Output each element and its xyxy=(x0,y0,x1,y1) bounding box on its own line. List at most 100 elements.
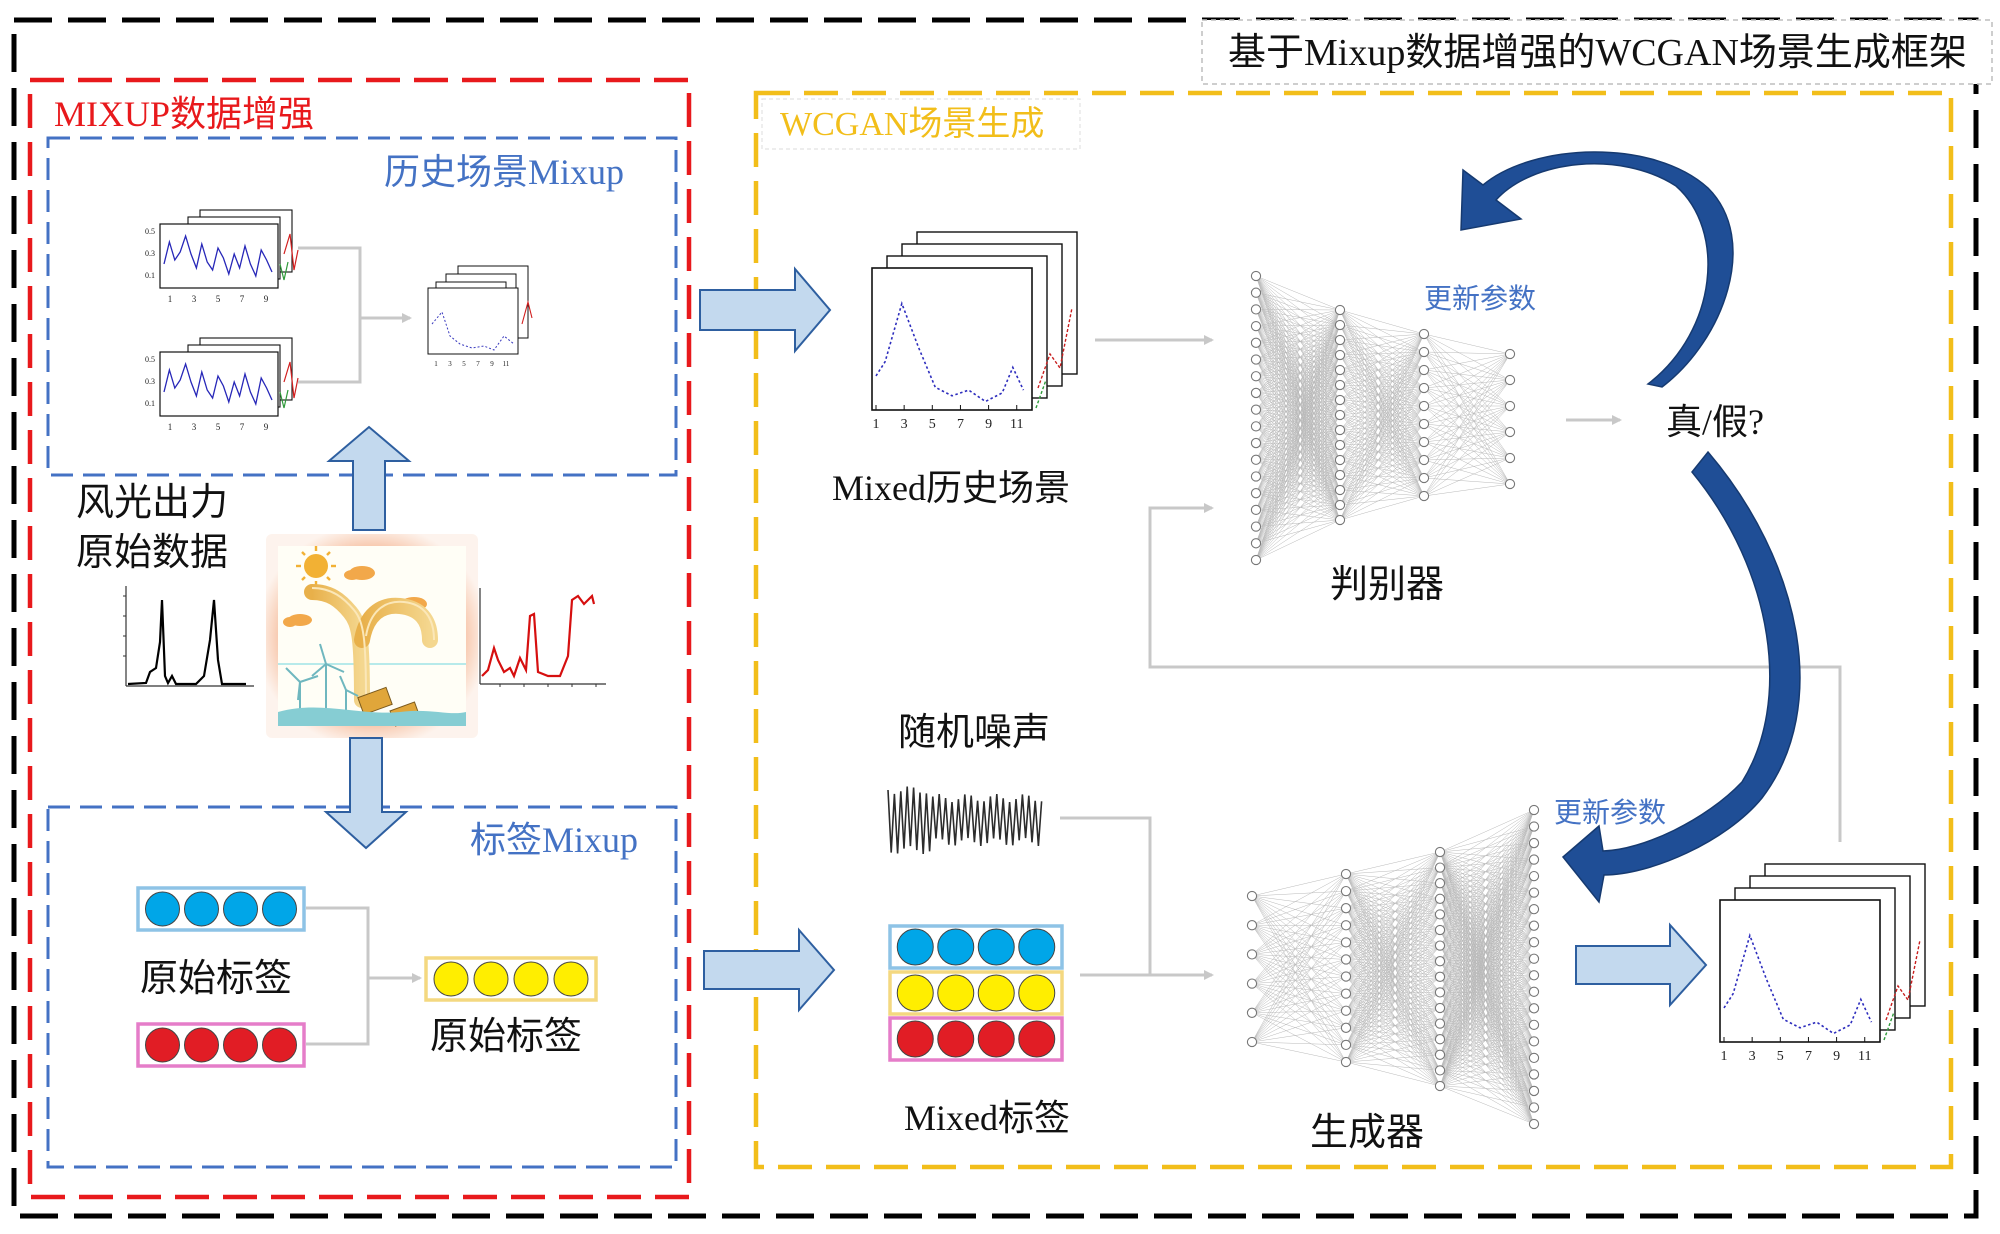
mini-plot xyxy=(159,223,279,289)
x-tick-label: 11 xyxy=(1010,417,1023,432)
neuron xyxy=(1340,885,1352,897)
raw-data-label-line2: 原始数据 xyxy=(76,532,229,574)
neuron xyxy=(1340,1056,1352,1068)
neuron xyxy=(1434,971,1446,982)
down-block-arrow xyxy=(323,737,409,850)
neuron xyxy=(1434,1049,1446,1060)
diagram-title: 基于Mixup数据增强的WCGAN场景生成框架 xyxy=(1228,32,1967,74)
power-line-icon xyxy=(304,584,438,708)
label-ball-row xyxy=(136,886,306,932)
neuron xyxy=(1250,404,1262,415)
x-tick-label: 1 xyxy=(1721,1049,1728,1064)
plot-frame xyxy=(159,223,279,289)
neuron xyxy=(1418,418,1430,430)
neuron xyxy=(1434,846,1446,858)
series-blue xyxy=(1723,932,1873,1035)
neuron xyxy=(1340,1005,1352,1016)
series-red xyxy=(521,299,533,325)
x-tick-label: 3 xyxy=(448,360,452,368)
x-tick-label: 1 xyxy=(168,422,173,432)
label-ball xyxy=(937,1020,975,1058)
mixed-history-label: Mixed历史场景 xyxy=(832,468,1070,508)
x-tick-label: 5 xyxy=(929,417,936,432)
label-ball-row xyxy=(888,970,1064,1016)
neuron xyxy=(1504,374,1516,386)
outer-frame xyxy=(11,17,1979,1219)
raw-wind-chart xyxy=(123,586,254,687)
label-ball-row xyxy=(424,956,598,1002)
label-ball xyxy=(433,961,469,997)
label-ball xyxy=(937,974,975,1012)
neuron xyxy=(1334,484,1346,496)
neuron xyxy=(1434,1065,1446,1076)
label-ball xyxy=(977,928,1015,966)
x-tick-label: 3 xyxy=(1749,1049,1756,1064)
mini-plot xyxy=(159,351,279,417)
x-tick-label: 3 xyxy=(901,417,908,432)
scene-plot xyxy=(1719,899,1881,1043)
label-ball xyxy=(896,1020,934,1058)
neuron xyxy=(1528,1069,1540,1080)
x-tick-label: 1 xyxy=(873,417,880,432)
neuron xyxy=(1434,1034,1446,1045)
neuron xyxy=(1528,1003,1540,1014)
neuron xyxy=(1250,504,1262,516)
neuron xyxy=(1340,954,1352,965)
label-ball xyxy=(473,961,509,997)
label-ball xyxy=(977,974,1015,1012)
neuron xyxy=(1340,1022,1352,1033)
mixed-original-label-text: 原始标签 xyxy=(430,1016,583,1058)
neuron xyxy=(1340,971,1352,982)
neuron xyxy=(1250,421,1262,432)
label-mixup-connector xyxy=(306,906,422,1046)
neuron xyxy=(1250,337,1262,348)
neuron xyxy=(1528,953,1540,964)
neuron xyxy=(1334,394,1346,406)
neuron xyxy=(1418,454,1430,466)
gan-flow-arrows xyxy=(1060,335,1842,980)
x-tick-label: 7 xyxy=(476,360,480,368)
neuron xyxy=(1528,937,1540,948)
mixup-frame xyxy=(27,77,692,1200)
x-tick-label: 3 xyxy=(192,422,197,432)
neuron xyxy=(1434,924,1446,936)
x-tick-label: 5 xyxy=(216,294,221,304)
neuron xyxy=(1250,287,1262,298)
raw-solar-chart xyxy=(479,588,606,687)
neuron xyxy=(1528,1085,1540,1097)
x-tick-label: 5 xyxy=(462,360,466,368)
neuron xyxy=(1340,903,1352,914)
x-tick-label: 5 xyxy=(216,422,221,432)
label-ball xyxy=(223,891,258,927)
x-tick-label: 3 xyxy=(192,294,197,304)
label-ball xyxy=(184,891,219,927)
neuron xyxy=(1434,1018,1446,1029)
neuron xyxy=(1434,878,1446,889)
neuron xyxy=(1528,920,1540,931)
neuron xyxy=(1434,987,1446,998)
neuron xyxy=(1528,837,1540,849)
series-green xyxy=(279,389,289,409)
neuron xyxy=(1246,890,1258,902)
y-tick-label: 0.3 xyxy=(145,249,155,258)
neuron xyxy=(1528,1036,1540,1047)
discriminator-network xyxy=(1250,270,1516,566)
neuron xyxy=(1250,270,1262,282)
x-tick-label: 1 xyxy=(434,360,438,368)
neuron xyxy=(1528,970,1540,981)
neuron xyxy=(1418,436,1430,448)
label-ball xyxy=(977,1020,1015,1058)
mixed-labels-label: Mixed标签 xyxy=(904,1098,1070,1138)
neuron xyxy=(1528,1052,1540,1064)
x-tick-label: 7 xyxy=(240,422,245,432)
series-red xyxy=(283,233,299,271)
x-tick-label: 11 xyxy=(1858,1049,1871,1064)
neuron xyxy=(1504,400,1516,412)
neuron xyxy=(1418,472,1430,484)
scene-plot xyxy=(871,267,1033,411)
x-tick-label: 5 xyxy=(1777,1049,1784,1064)
x-tick-label: 9 xyxy=(490,360,494,368)
label-ball xyxy=(184,1027,219,1063)
x-tick-label: 11 xyxy=(503,360,510,368)
